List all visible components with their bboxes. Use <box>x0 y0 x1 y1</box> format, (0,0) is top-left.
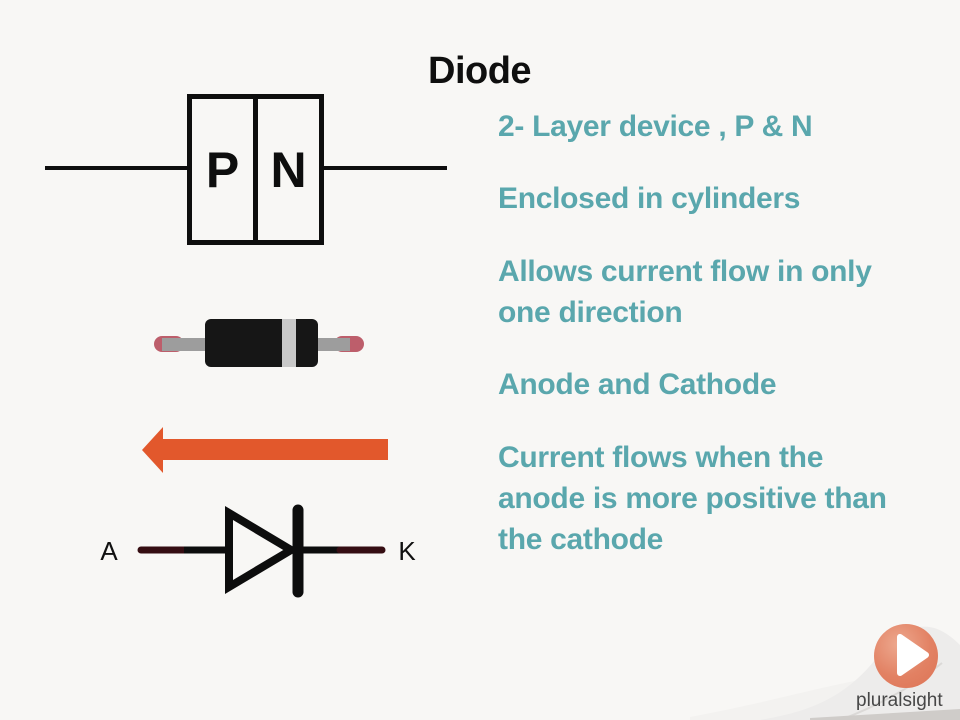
p-region: P <box>192 99 253 240</box>
bullet-line: Anode and Cathode <box>498 368 777 401</box>
diode-right-lead <box>318 338 350 351</box>
bullet-line: anode is more positive than <box>498 482 887 515</box>
diode-body <box>205 319 318 367</box>
pn-left-lead-line <box>45 166 187 170</box>
pluralsight-logo-text: pluralsight <box>856 690 943 711</box>
diode-left-lead <box>162 338 210 351</box>
bullet-line: one direction <box>498 296 683 329</box>
cathode-label: K <box>398 536 416 566</box>
bullet-line: Allows current flow in only <box>498 255 872 288</box>
bullet-layer-device: 2- Layer device , P & N <box>498 106 813 147</box>
bullet-current-flows-positive: Current flows when the anode is more pos… <box>498 437 887 560</box>
n-region: N <box>258 99 319 240</box>
anode-label: A <box>100 536 118 566</box>
bullet-line: Enclosed in cylinders <box>498 182 801 215</box>
diode-cathode-band <box>282 319 296 367</box>
p-region-label: P <box>205 141 240 198</box>
bullet-current-one-direction: Allows current flow in only one directio… <box>498 251 872 333</box>
bullet-line: 2- Layer device , P & N <box>498 110 813 143</box>
diode-schematic-symbol <box>137 504 386 598</box>
swoosh-bottom-edge <box>810 709 960 720</box>
bullet-line: Current flows when the <box>498 441 824 474</box>
bullet-anode-cathode: Anode and Cathode <box>498 364 777 405</box>
pn-right-lead-line <box>324 166 447 170</box>
physical-diode-illustration <box>150 310 370 380</box>
n-region-label: N <box>270 141 307 198</box>
symbol-triangle <box>225 505 299 595</box>
left-arrow-icon <box>142 427 388 473</box>
pn-junction-divider <box>253 99 258 240</box>
pn-junction-box: P N <box>187 94 324 245</box>
current-direction-arrow <box>142 427 388 473</box>
slide-title: Diode <box>428 50 532 92</box>
bullet-enclosed-cylinders: Enclosed in cylinders <box>498 178 800 219</box>
play-icon <box>897 634 929 676</box>
play-button[interactable] <box>874 624 938 688</box>
bullet-line: the cathode <box>498 523 664 556</box>
